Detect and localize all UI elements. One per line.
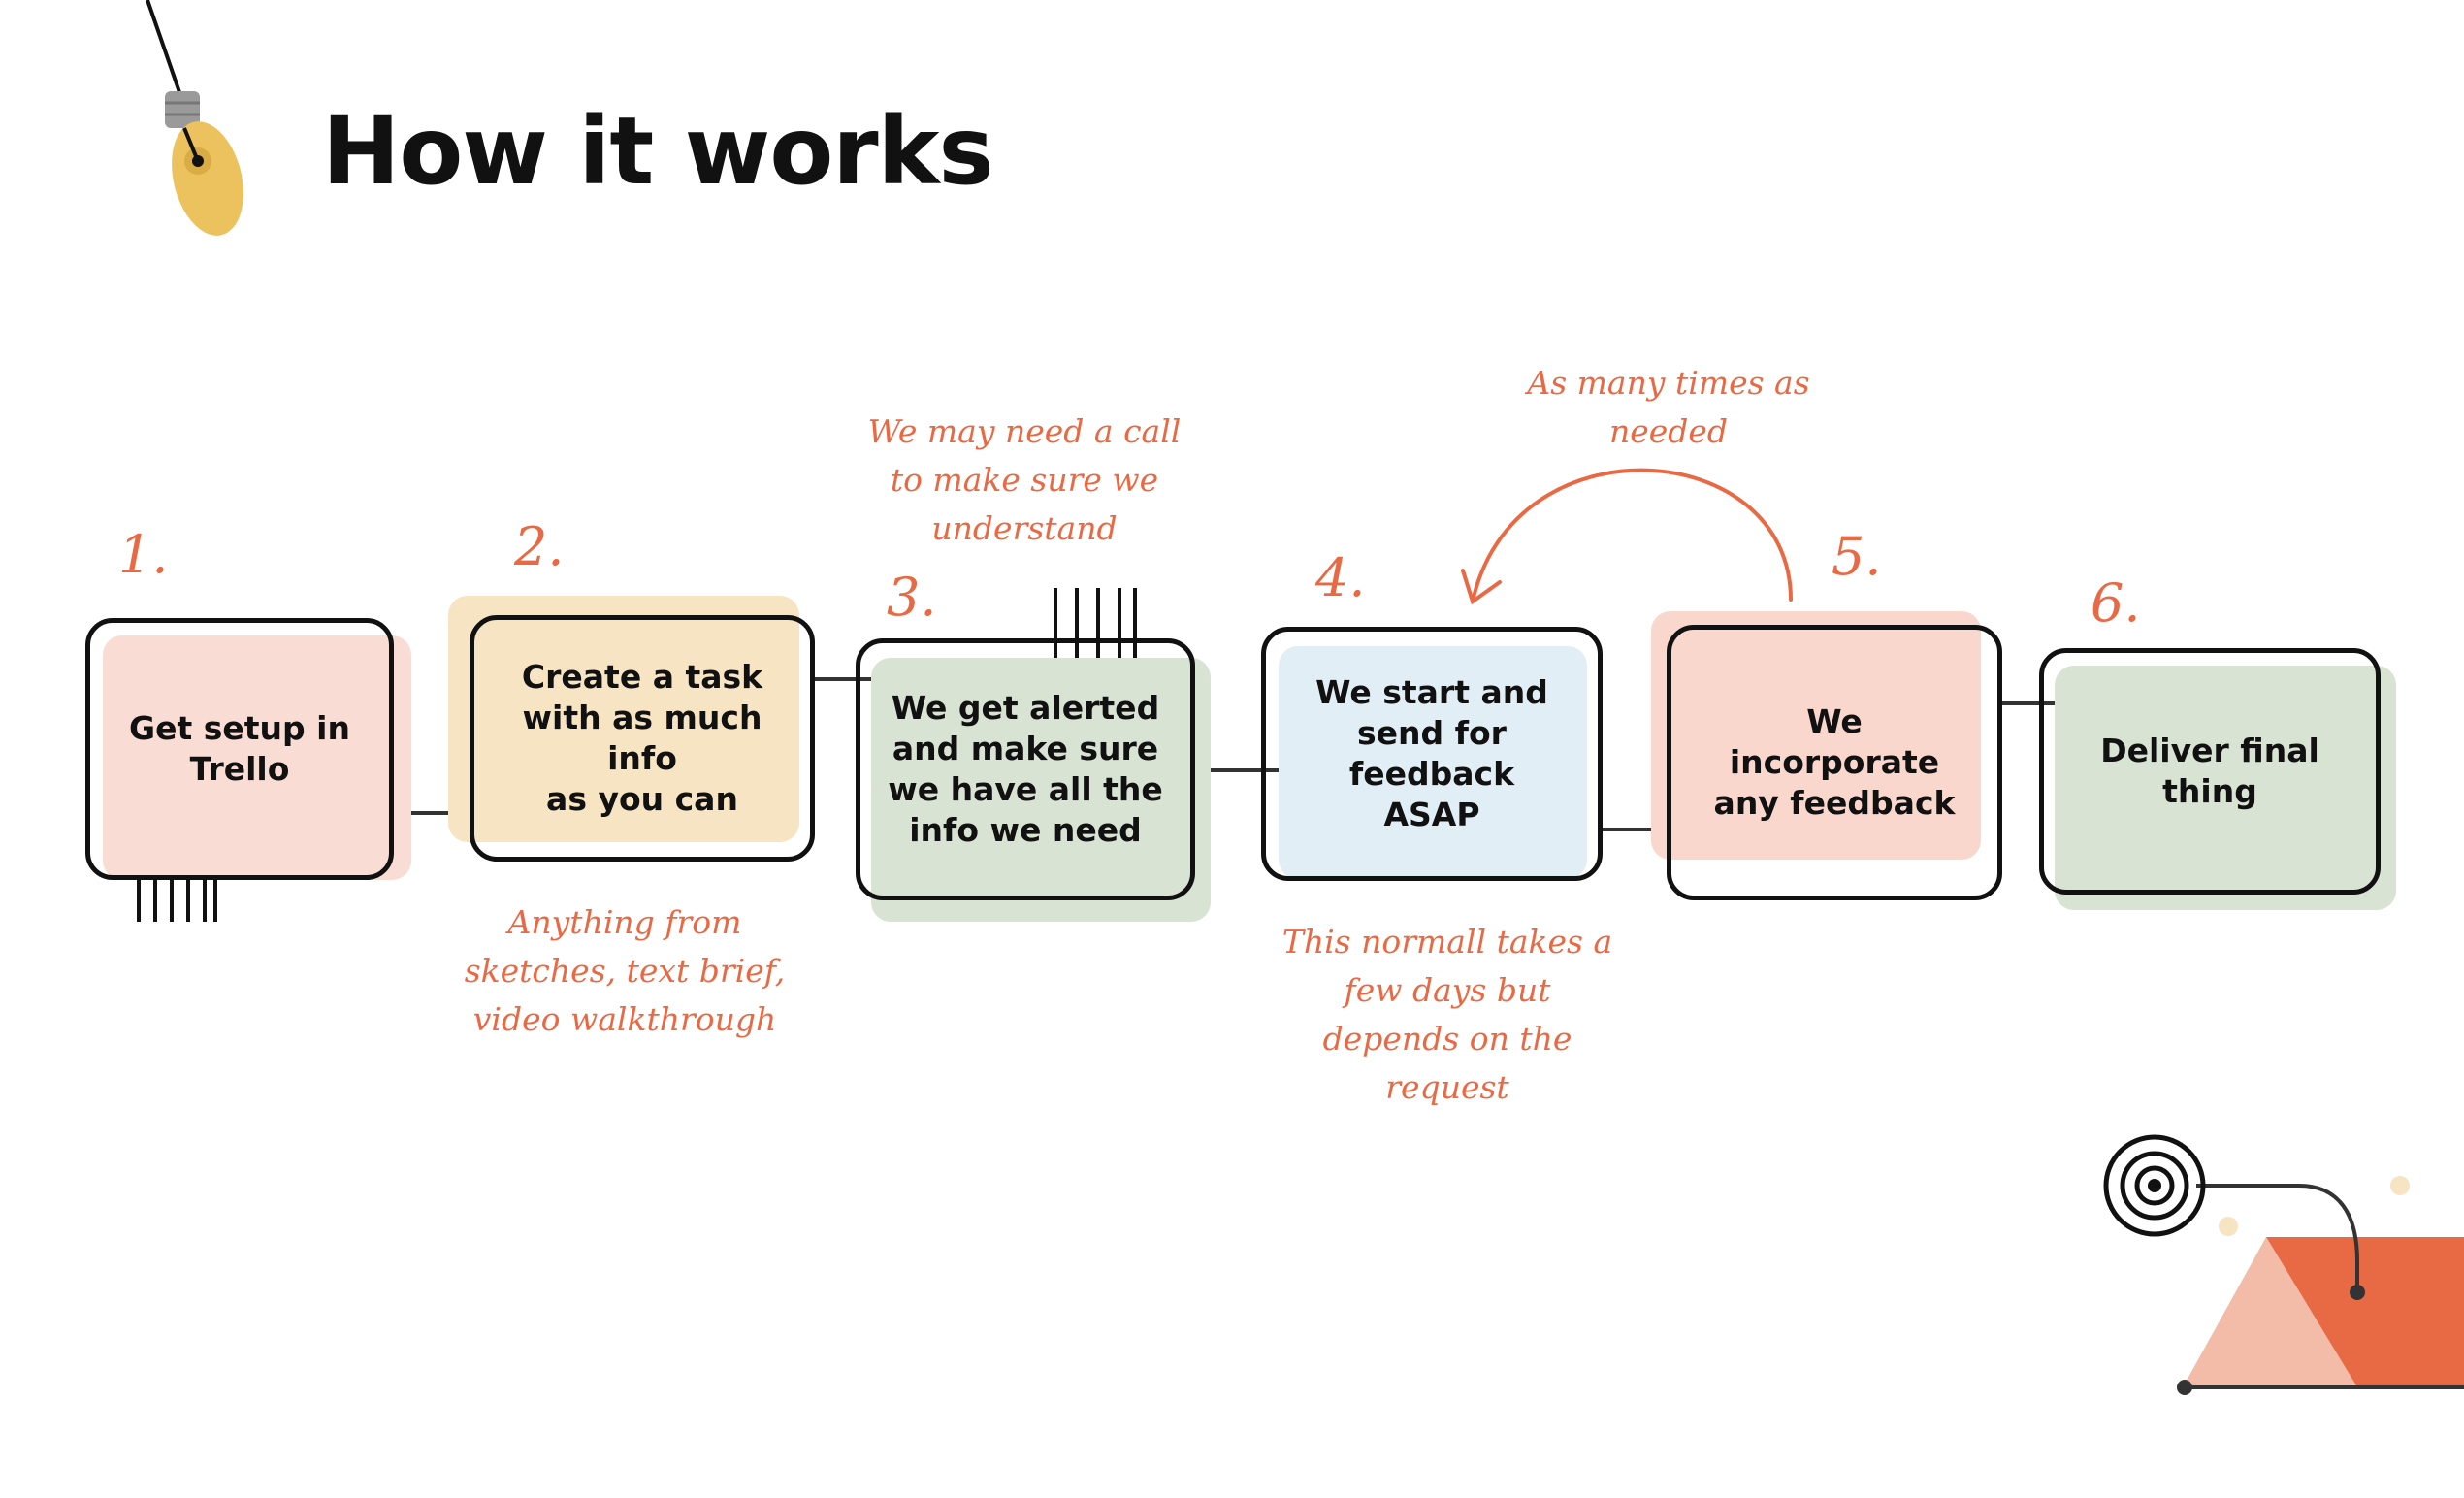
step-1-text: Get setup in Trello: [129, 709, 350, 788]
step-2-backdrop: [448, 596, 799, 842]
step-1-card: Get setup in Trello: [85, 618, 394, 880]
target-illustration: [2103, 1134, 2464, 1395]
tally-marks-step3: [1054, 588, 1137, 660]
target-icon: [2103, 1134, 2206, 1237]
step-number-4: 4.: [1315, 547, 1366, 608]
lightbulb-icon: [146, 0, 243, 236]
step-2-card: Create a task with as much info as you c…: [470, 615, 815, 862]
step-4-text: We start and send for feedback ASAP: [1315, 673, 1548, 833]
step-6-backdrop: [2055, 666, 2396, 910]
step-number-2: 2.: [514, 516, 565, 577]
step-3-backdrop: [871, 658, 1211, 922]
step-1-backdrop: [103, 635, 411, 880]
step-number-1: 1.: [118, 524, 169, 585]
step-6-card: Deliver final thing: [2039, 648, 2381, 895]
step-number-6: 6.: [2091, 572, 2141, 634]
loop-arrow: [1461, 468, 1793, 605]
note-loop: As many times as needed: [1527, 364, 1810, 450]
step-3-text: We get alerted and make sure we have all…: [888, 689, 1163, 849]
step-2-text: Create a task with as much info as you c…: [521, 658, 763, 818]
page-title: How it works: [322, 97, 994, 206]
step-5-card: We incorporate any feedback: [1667, 625, 2002, 900]
step-3-card: We get alerted and make sure we have all…: [856, 638, 1195, 900]
step-4-card: We start and send for feedback ASAP: [1261, 627, 1603, 881]
step-4-backdrop: [1279, 646, 1587, 879]
step-5-backdrop: [1651, 611, 1981, 860]
note-step-3: We may need a call to make sure we under…: [867, 412, 1182, 547]
step-5-text: We incorporate any feedback: [1713, 702, 1956, 822]
step-number-3: 3.: [887, 567, 937, 628]
step-number-5: 5.: [1832, 526, 1882, 587]
note-step-4: This normall takes a few days but depend…: [1281, 923, 1613, 1106]
note-step-2: Anything from sketches, text brief, vide…: [464, 903, 786, 1038]
step-6-text: Deliver final thing: [2100, 732, 2319, 810]
